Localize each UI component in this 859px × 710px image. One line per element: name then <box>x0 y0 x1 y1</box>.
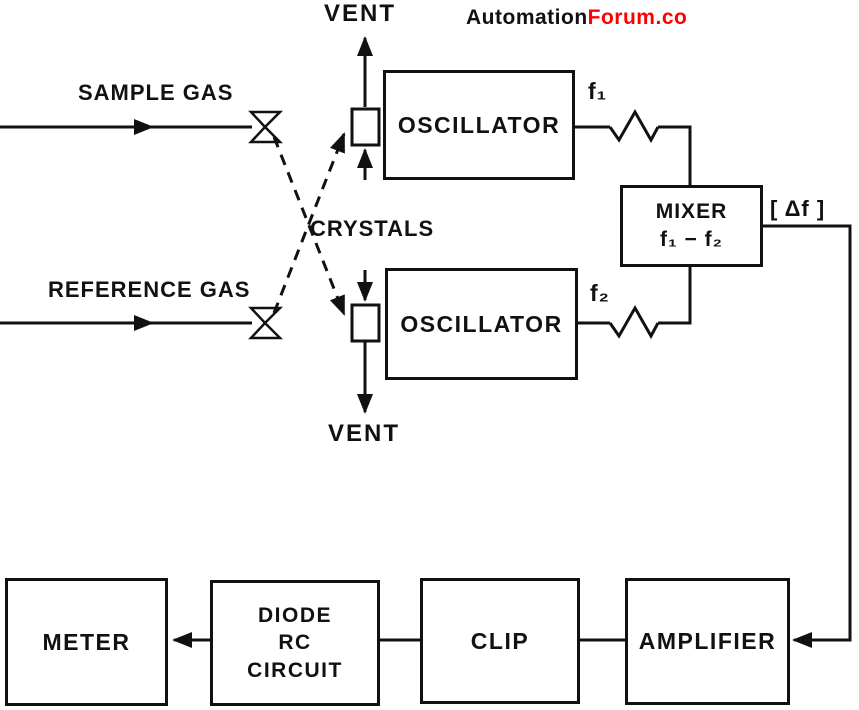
sample-to-crystal-dashed-line <box>272 136 346 316</box>
mixer-label: MIXER <box>655 200 728 223</box>
reference-to-crystal-dashed-line <box>272 132 346 314</box>
f2-to-mixer-line <box>658 266 692 325</box>
mixer-formula: f₁ − f₂ <box>660 228 723 251</box>
crystals-label: CRYSTALS <box>310 216 435 241</box>
f2-label: f₂ <box>590 280 610 306</box>
sample-valve-icon <box>248 110 284 144</box>
crystal-top-icon <box>350 107 381 147</box>
clip-label: CLIP <box>470 627 530 654</box>
block-meter: METER <box>5 578 168 706</box>
delta-f-label: [ Δf ] <box>770 196 826 221</box>
reference-valve-icon <box>248 306 284 340</box>
vent-bottom-label: VENT <box>328 420 401 447</box>
oscillator-bottom-label: OSCILLATOR <box>400 310 563 337</box>
f1-to-mixer-line <box>658 125 692 186</box>
block-mixer: MIXER f₁ − f₂ <box>620 185 763 267</box>
mixer-to-amplifier-line <box>763 224 852 648</box>
reference-gas-label: REFERENCE GAS <box>48 277 251 302</box>
sample-gas-label: SAMPLE GAS <box>78 80 234 105</box>
amplifier-label: AMPLIFIER <box>638 628 777 654</box>
f1-zigzag-icon <box>608 108 660 144</box>
block-oscillator-top: OSCILLATOR <box>383 70 575 180</box>
watermark: AutomationForum.co <box>466 6 687 30</box>
block-clip: CLIP <box>420 578 580 704</box>
crystal-bottom-icon <box>350 303 381 343</box>
vent-top-label: VENT <box>324 0 397 27</box>
block-oscillator-bottom: OSCILLATOR <box>385 268 578 380</box>
f2-zigzag-icon <box>608 304 660 340</box>
watermark-black-text: Automation <box>466 6 588 29</box>
meter-label: METER <box>42 628 131 655</box>
watermark-red-text: Forum.co <box>587 6 688 29</box>
f1-label: f₁ <box>588 78 608 104</box>
block-diode-rc-circuit: DIODE RC CIRCUIT <box>210 580 380 706</box>
block-amplifier: AMPLIFIER <box>625 578 790 705</box>
oscillator-top-label: OSCILLATOR <box>397 111 561 138</box>
diode-rc-circuit-label: DIODE RC CIRCUIT <box>247 604 343 682</box>
